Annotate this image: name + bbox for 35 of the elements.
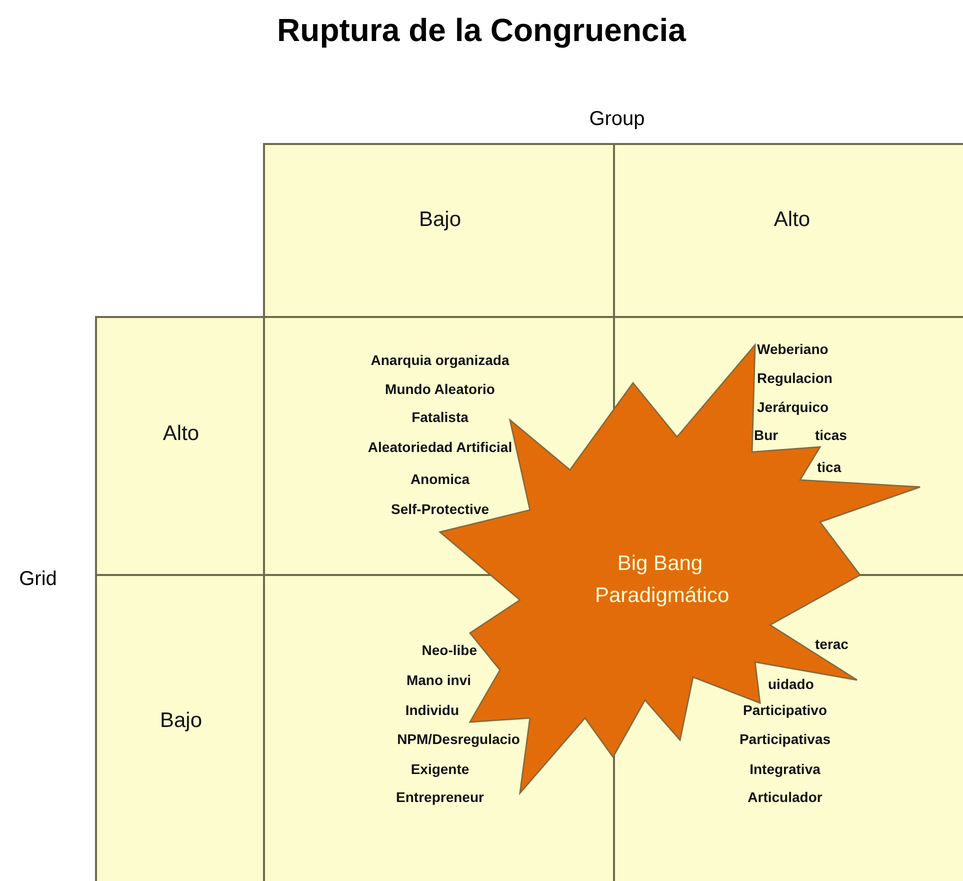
title: Ruptura de la Congruencia [276, 12, 688, 49]
cell-text: Mano invi [406, 672, 471, 688]
header-label: Alto [774, 208, 810, 232]
header-label: Alto [162, 422, 200, 446]
cell-text: Exigente [410, 761, 470, 777]
cell-text: Bur [754, 427, 778, 443]
cell-text: NPM/Desregulacio [397, 731, 520, 747]
cell-text: Entrepreneur [396, 789, 484, 805]
axis-label: Group [589, 108, 645, 131]
cell-text: Self-Protective [390, 501, 490, 517]
cell-text: Articulador [748, 789, 822, 805]
cell-text: Integrativa [750, 761, 820, 777]
header-label: Bajo [160, 709, 202, 733]
cell-text: uidado [768, 676, 814, 692]
cell-text: Participativas [739, 731, 831, 747]
cell-text: Neo-libe [422, 642, 477, 658]
cell-text: Regulacion [757, 370, 832, 386]
header-cell [613, 143, 963, 316]
cell-text: Anarquia organizada [370, 352, 510, 368]
cell-text: Individu [405, 702, 459, 718]
header-cell [95, 316, 263, 574]
cell-text: Jerárquico [757, 399, 829, 415]
axis-label: Grid [19, 568, 57, 591]
cell-text: Fatalista [412, 409, 468, 425]
cell-text: terac [815, 636, 848, 652]
cell-text: Participativo [742, 702, 828, 718]
cell-text: Mundo Aleatorio [385, 381, 495, 397]
cell-text: Aleatoriedad Artificial [368, 439, 512, 455]
header-label: Bajo [418, 208, 462, 232]
cell-text: Weberiano [757, 341, 828, 357]
cell-text: ticas [815, 427, 847, 443]
header-cell [95, 574, 263, 881]
header-cell [263, 143, 613, 316]
cell-text: tica [817, 459, 842, 475]
cell-text: Anomica [410, 471, 470, 487]
